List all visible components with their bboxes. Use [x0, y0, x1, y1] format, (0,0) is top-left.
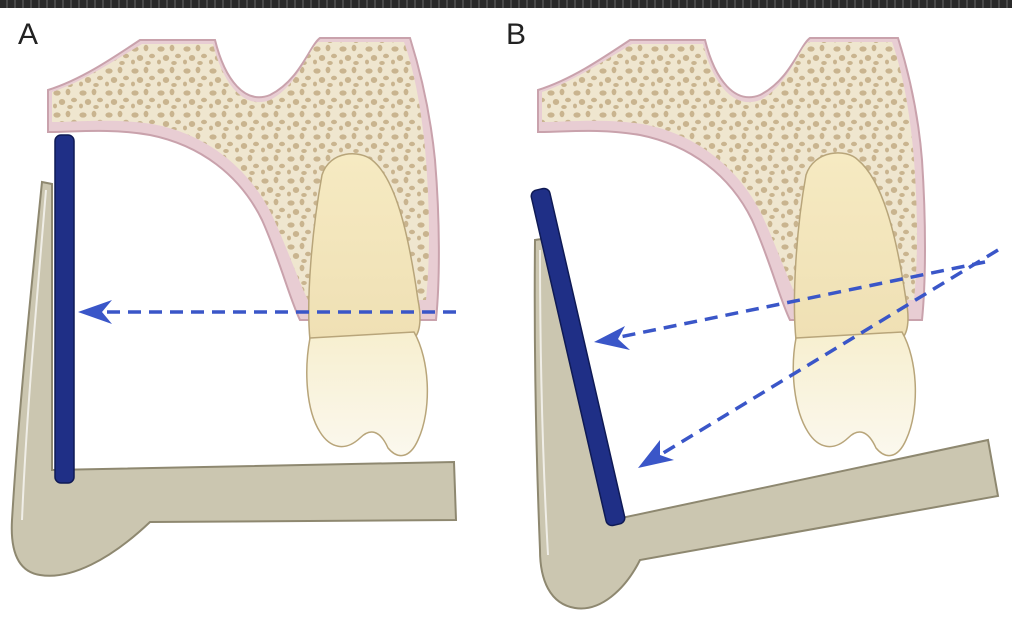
sensor-b [530, 187, 626, 527]
panel-label-a: A [18, 18, 39, 51]
panel-a [10, 37, 458, 577]
panel-label-b: B [506, 18, 527, 51]
tooth-root-b [793, 152, 909, 341]
sensor-a [54, 134, 75, 484]
arrowhead-b-lower [638, 440, 674, 468]
arrowhead-a [78, 300, 112, 324]
top-border-stripe [0, 0, 1012, 8]
film-holder-a [10, 180, 458, 577]
xray-beam-b-lower [659, 248, 999, 457]
film-holder-b [533, 236, 1000, 610]
tooth-crown-b [792, 331, 917, 457]
panel-b [530, 37, 1000, 610]
arrowhead-b-upper [594, 326, 630, 350]
tooth-root-a [308, 153, 421, 341]
tooth-crown-a [306, 331, 429, 457]
